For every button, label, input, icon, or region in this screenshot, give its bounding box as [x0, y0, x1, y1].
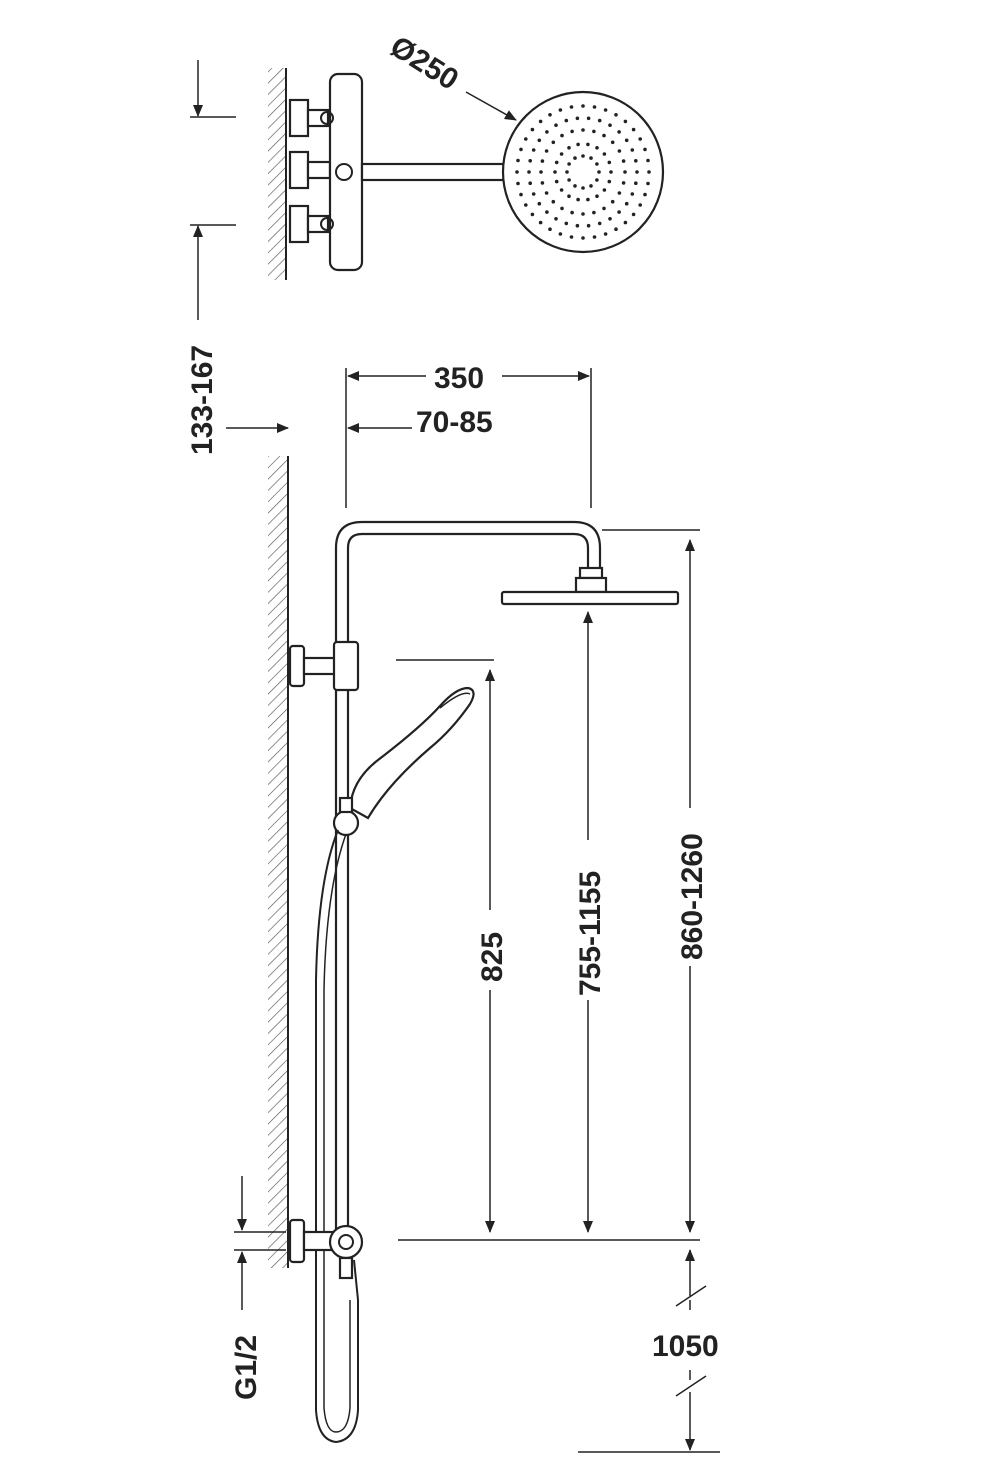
side-shower-head	[500, 590, 680, 606]
shower-column	[334, 520, 602, 1242]
floor-height-label: 1050	[652, 1330, 719, 1363]
handshower-height-label: 825	[476, 932, 509, 982]
inlet-spacing-label: 133-167	[186, 345, 219, 455]
overall-height-label: 860-1260	[676, 833, 709, 960]
top-wall-hatch	[268, 68, 286, 280]
hand-shower	[332, 686, 475, 837]
shower-head-nozzles	[515, 104, 651, 240]
shower-hose	[315, 829, 359, 1444]
top-shower-head	[501, 90, 665, 254]
side-wall-hatch	[268, 456, 288, 1268]
lower-mixer-inlet	[288, 1218, 364, 1280]
top-knob-lower	[288, 204, 330, 244]
top-shower-arm	[360, 162, 514, 182]
side-view: 350 70-85	[226, 362, 720, 1453]
top-mixer-body	[328, 72, 364, 272]
arm-length-label: 350	[434, 362, 484, 395]
head-height-label: 755-1155	[574, 871, 607, 996]
top-knob-upper	[288, 98, 330, 138]
top-knob-middle	[288, 150, 332, 190]
top-view: Ø250 133-167	[186, 30, 665, 455]
head-diameter-label: Ø250	[384, 30, 464, 97]
connection-thread-label: G1/2	[230, 1335, 263, 1400]
upper-wall-bracket	[288, 640, 360, 692]
wall-offset-label: 70-85	[416, 406, 493, 439]
